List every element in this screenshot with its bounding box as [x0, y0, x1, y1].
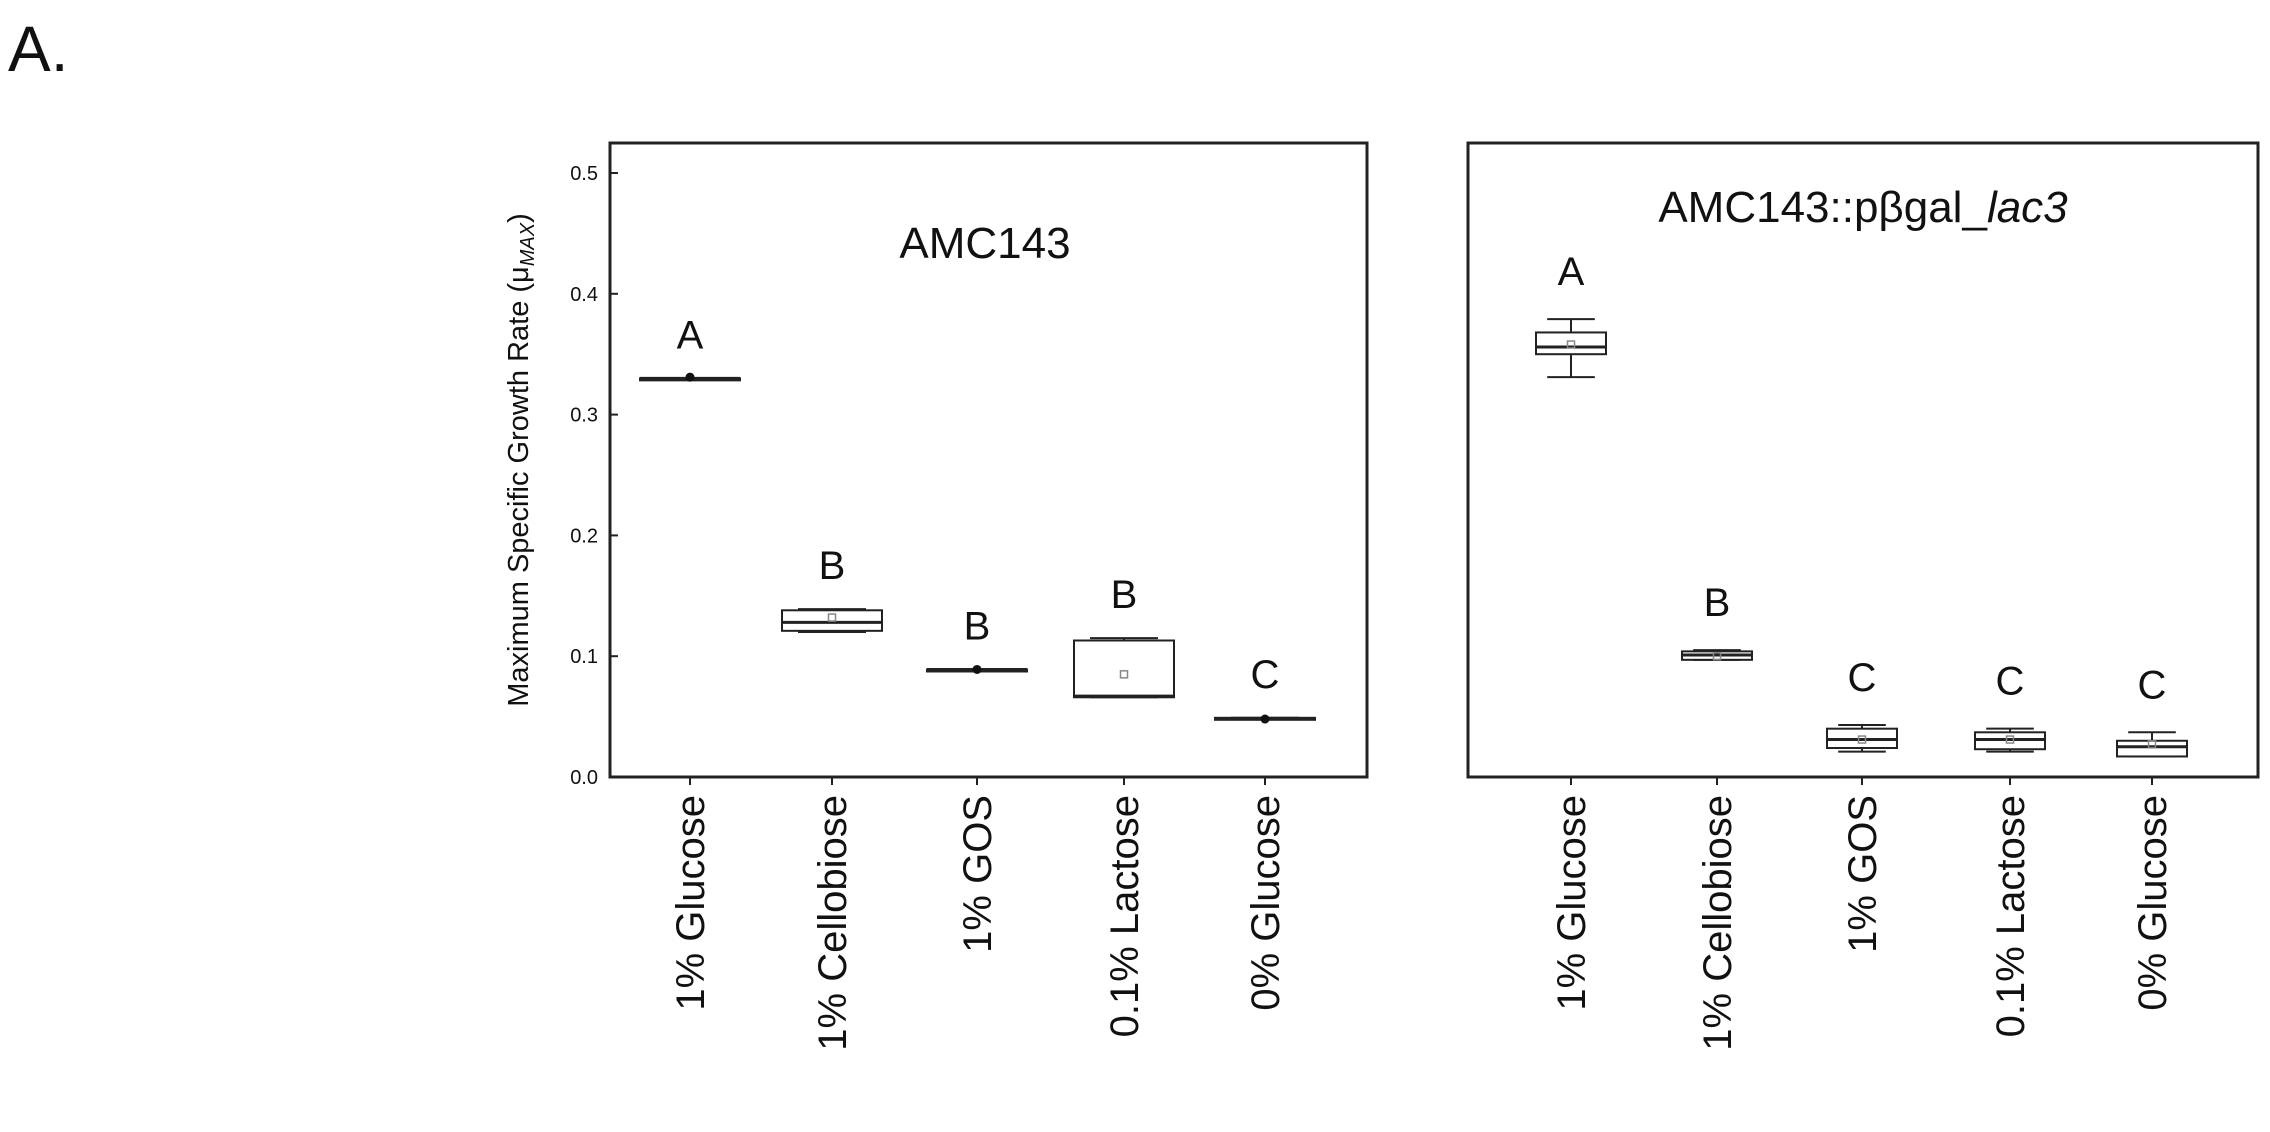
- category-label: 1% Cellobiose: [811, 795, 855, 1051]
- category-label: 1% Glucose: [1550, 795, 1594, 1011]
- category-label: 0% Glucose: [2131, 795, 2175, 1011]
- mean-marker: [1857, 735, 1867, 744]
- mean-marker: [1260, 714, 1270, 724]
- significance-letter: B: [1704, 581, 1731, 625]
- mean-marker: [827, 613, 837, 622]
- mean-marker: [685, 372, 695, 382]
- panel-amc143: 0.0 0.1 0.2 0.3 0.4 0.5 AMC143 A B B B C 1% Gluco…: [570, 141, 1369, 1051]
- significance-letter: A: [677, 313, 704, 357]
- y-axis-label: Maximum Specific Growth Rate (μMAX): [503, 213, 539, 707]
- x-axis-labels-left: 1% Glucose 1% Cellobiose 1% GOS 0.1% Lactos…: [669, 777, 1288, 1051]
- significance-letter: B: [964, 604, 991, 648]
- category-label: 1% Cellobiose: [1696, 795, 1740, 1051]
- category-label: 0% Glucose: [1244, 795, 1288, 1011]
- category-label: 0.1% Lactose: [1989, 795, 2033, 1037]
- box: [1535, 331, 1607, 356]
- category-label: 1% Glucose: [669, 795, 713, 1011]
- y-tick-label: 0.4: [570, 284, 598, 306]
- panel-title-right: AMC143::pβgal_lac3: [1658, 183, 2068, 232]
- boxes-left: A B B B C: [639, 313, 1316, 724]
- x-axis-labels-right: 1% Glucose 1% Cellobiose 1% GOS 0.1% Lactos…: [1550, 777, 2175, 1051]
- y-tick-label: 0.3: [570, 405, 598, 427]
- panel-amc143-lac3: AMC143::pβgal_lac3 ABC C C 1% Glucose 1% Ce…: [1466, 141, 2260, 1051]
- mean-marker: [1712, 651, 1722, 661]
- mean-marker: [972, 664, 982, 674]
- y-axis-ticks: 0.0 0.1 0.2 0.3 0.4 0.5: [570, 163, 618, 789]
- mean-marker: [1119, 670, 1129, 679]
- plot-frame-left: [608, 141, 1369, 779]
- significance-letter: C: [1848, 656, 1877, 700]
- significance-letter: C: [1251, 653, 1280, 697]
- significance-letter: C: [1996, 660, 2025, 704]
- box: [1073, 639, 1175, 699]
- significance-letter: A: [1558, 250, 1585, 294]
- panel-title-left: AMC143: [899, 219, 1070, 268]
- significance-letter: B: [1111, 573, 1138, 617]
- category-label: 1% GOS: [1841, 795, 1885, 953]
- significance-letter: C: [2138, 663, 2167, 707]
- boxes-right: A B C C C: [1535, 250, 2188, 758]
- category-label: 1% GOS: [956, 795, 1000, 953]
- y-tick-label: 0.1: [570, 646, 598, 668]
- mean-marker: [1566, 340, 1576, 349]
- y-tick-label: 0.5: [570, 163, 598, 185]
- panel-label: A.: [8, 13, 69, 85]
- y-tick-label: 0.2: [570, 525, 598, 547]
- category-label: 0.1% Lactose: [1103, 795, 1147, 1037]
- y-tick-label: 0.0: [570, 767, 598, 789]
- mean-marker: [2147, 740, 2157, 749]
- significance-letter: B: [819, 544, 846, 588]
- mean-marker: [2005, 735, 2015, 744]
